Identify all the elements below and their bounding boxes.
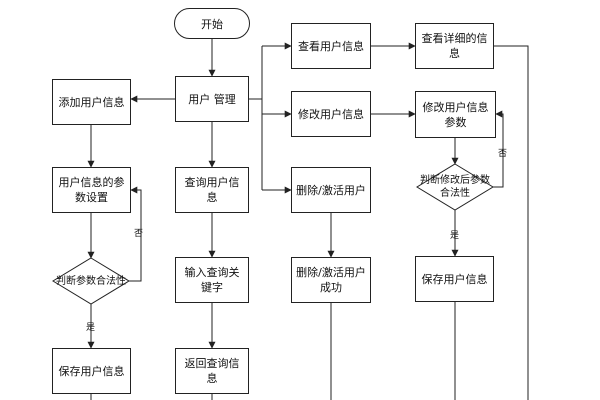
label-no-right: 否 — [498, 149, 508, 159]
return-query-node: 返回查询信息 — [175, 348, 249, 394]
view-detail-node: 查看详细的信息 — [415, 23, 494, 69]
modify-user-node: 修改用户信息 — [291, 91, 371, 137]
modify-param-node: 修改用户信息参数 — [415, 91, 496, 138]
label-yes-left: 是 — [86, 323, 96, 333]
label-yes-right: 是 — [450, 231, 460, 241]
toggle-success-node: 删除/激活用户成功 — [291, 257, 371, 303]
param-setting-node: 用户信息的参数设置 — [52, 167, 131, 213]
decision-diamond-left — [52, 257, 130, 305]
label-no-left: 否 — [134, 229, 144, 239]
save-user-left-node: 保存用户信息 — [52, 348, 131, 394]
view-user-node: 查看用户信息 — [291, 23, 371, 69]
add-user-node: 添加用户信息 — [52, 79, 131, 125]
toggle-user-node: 删除/激活用户 — [291, 167, 371, 213]
start-node: 开始 — [174, 8, 250, 39]
edge-check-no — [129, 186, 142, 282]
user-management-node: 用户 管理 — [175, 76, 249, 122]
save-user-right-node: 保存用户信息 — [415, 256, 494, 302]
edge-detail-right — [494, 45, 529, 400]
decision-diamond-right — [416, 163, 494, 211]
query-user-node: 查询用户信息 — [175, 167, 249, 213]
check-modified-label: 判断修改后参数合法性 — [420, 175, 490, 199]
edge-checkmod-no — [493, 110, 504, 188]
check-param-label: 判断参数合法性 — [56, 275, 126, 287]
input-keyword-node: 输入查询关键字 — [175, 257, 249, 303]
